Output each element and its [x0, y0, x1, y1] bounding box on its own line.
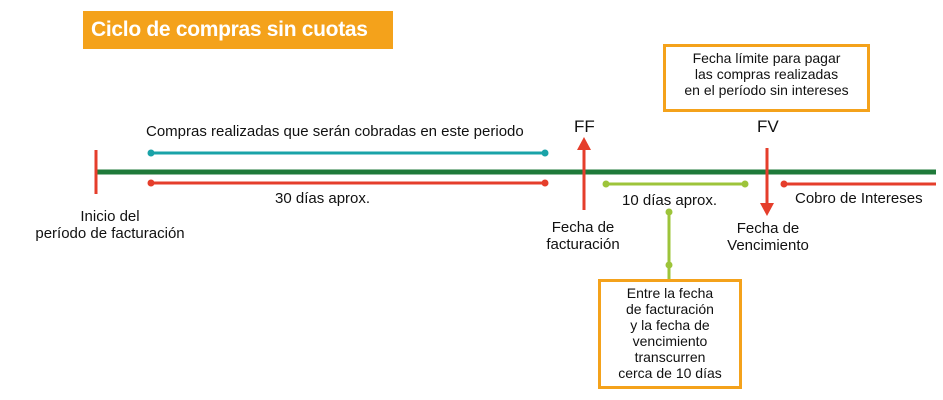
interest-segment-start	[780, 180, 788, 188]
start-label-line1: Inicio del	[80, 208, 140, 225]
billing-date-label: Fecha de facturación	[526, 219, 640, 253]
thirty-days-segment-end	[541, 179, 549, 187]
due-date-label: Fecha de Vencimiento	[711, 220, 825, 254]
thirty-days-label: 30 días aprox.	[275, 190, 371, 207]
ten-days-segment-start	[602, 180, 610, 188]
ten-days-box-line6: cerca de 10 días	[618, 365, 722, 381]
purchases-segment-start	[147, 149, 155, 157]
start-label: Inicio del período de facturación	[20, 208, 200, 242]
ten-days-box-line4: vencimiento	[632, 333, 708, 349]
lime-connector-top	[665, 208, 673, 216]
ten-days-explanation-box: Entre la fecha de facturación y la fecha…	[598, 279, 742, 389]
due-box-line1: Fecha límite para pagar	[692, 50, 841, 66]
ten-days-box-line2: de facturación	[626, 301, 714, 317]
purchases-label: Compras realizadas que serán cobradas en…	[146, 123, 524, 140]
ff-arrow-head	[577, 137, 591, 150]
ten-days-segment-end	[741, 180, 749, 188]
ten-days-label: 10 días aprox.	[622, 192, 718, 209]
due-date-line2: Vencimiento	[727, 237, 809, 254]
thirty-days-segment-start	[147, 179, 155, 187]
fv-marker: FV	[757, 117, 779, 136]
billing-date-line2: facturación	[546, 236, 620, 253]
ff-marker: FF	[574, 117, 595, 136]
ten-days-box-line5: transcurren	[634, 349, 706, 365]
due-box-line3: en el período sin intereses	[684, 82, 849, 98]
interest-label: Cobro de Intereses	[795, 190, 923, 207]
purchases-segment-end	[541, 149, 549, 157]
due-date-line1: Fecha de	[736, 220, 800, 237]
fv-arrow-head	[760, 203, 774, 216]
ten-days-box-line3: y la fecha de	[630, 317, 710, 333]
due-date-explanation-box: Fecha límite para pagar las compras real…	[663, 44, 870, 112]
due-box-line2: las compras realizadas	[694, 66, 839, 82]
diagram-title: Ciclo de compras sin cuotas	[83, 11, 393, 49]
billing-date-line1: Fecha de	[551, 219, 615, 236]
start-label-line2: período de facturación	[35, 225, 185, 242]
ten-days-box-line1: Entre la fecha	[626, 285, 714, 301]
